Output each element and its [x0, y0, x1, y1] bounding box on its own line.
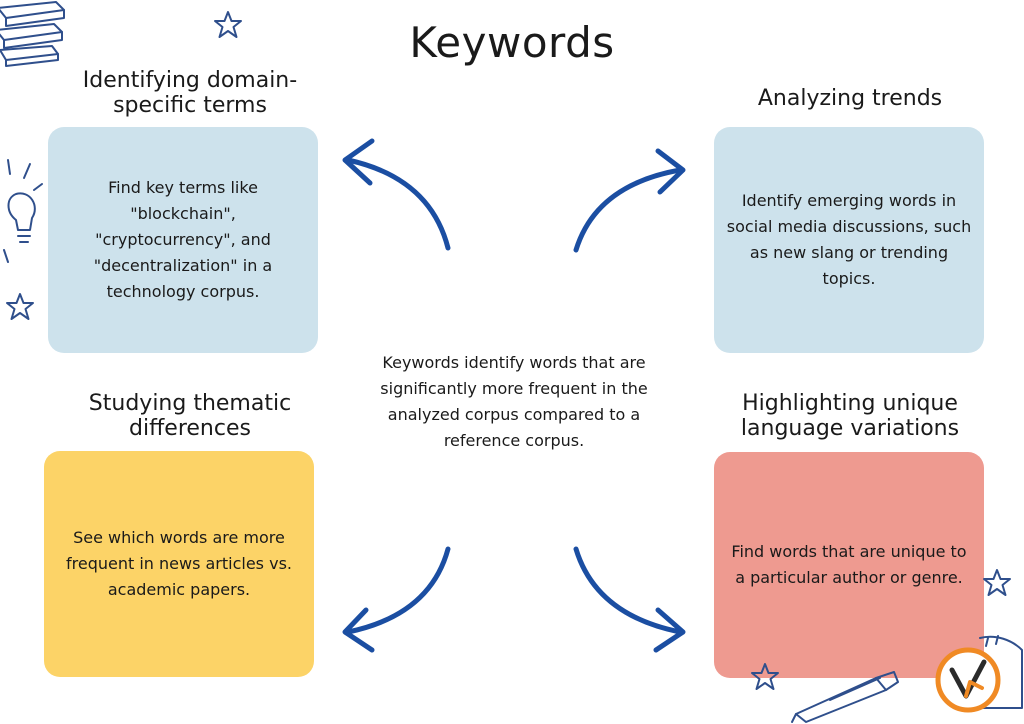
arrow-top-right	[573, 148, 686, 253]
star-icon	[6, 293, 34, 320]
heading-line: Highlighting unique	[742, 391, 958, 416]
heading-line: differences	[129, 416, 251, 441]
heading-analyzing-trends: Analyzing trends	[757, 86, 943, 111]
notebook-doodle	[979, 635, 1023, 709]
arrow-top-left	[342, 138, 451, 251]
box-line: Find words that are unique to	[731, 542, 967, 561]
arrow-bottom-left	[342, 546, 451, 653]
center-description: Keywords identify words that are signifi…	[380, 353, 648, 450]
box-line: academic papers.	[107, 580, 251, 599]
box-line: Identify emerging words in	[741, 191, 957, 210]
box-line: a particular author or genre.	[735, 568, 963, 587]
heading-language-variations: Highlighting unique language variations	[700, 391, 1000, 441]
box-thematic-differences: See which words are more frequent in new…	[44, 451, 314, 677]
page-title: Keywords	[409, 18, 615, 67]
star-icon	[214, 11, 242, 38]
heading-domain-specific-terms: Identifying domain- specific terms	[40, 68, 340, 118]
box-line: See which words are more	[73, 528, 285, 547]
heading-line: language variations	[740, 416, 960, 441]
box-line: as new slang or trending	[749, 243, 949, 262]
box-line: topics.	[822, 269, 876, 288]
star-icon	[983, 569, 1011, 596]
heading-line: specific terms	[113, 93, 267, 118]
books-icon	[0, 1, 65, 67]
box-domain-specific-terms: Find key terms like "blockchain", "crypt…	[48, 127, 318, 353]
heading-line: Identifying domain-	[82, 68, 298, 93]
box-line: "cryptocurrency", and	[95, 230, 271, 249]
lightbulb-icon	[3, 159, 43, 263]
heading-line: Studying thematic	[88, 391, 292, 416]
arrow-bottom-right	[573, 546, 686, 653]
box-line: social media discussions, such	[726, 217, 972, 236]
pen-icon	[791, 671, 899, 723]
box-line: frequent in news articles vs.	[65, 554, 292, 573]
box-line: technology corpus.	[106, 282, 260, 301]
box-line: Find key terms like "blockchain",	[108, 178, 258, 223]
logo-icon	[935, 647, 1001, 713]
box-language-variations: Find words that are unique to a particul…	[714, 452, 984, 678]
box-analyzing-trends: Identify emerging words in social media …	[714, 127, 984, 353]
star-icon	[751, 663, 779, 690]
heading-thematic-differences: Studying thematic differences	[40, 391, 340, 441]
box-line: "decentralization" in a	[93, 256, 273, 275]
